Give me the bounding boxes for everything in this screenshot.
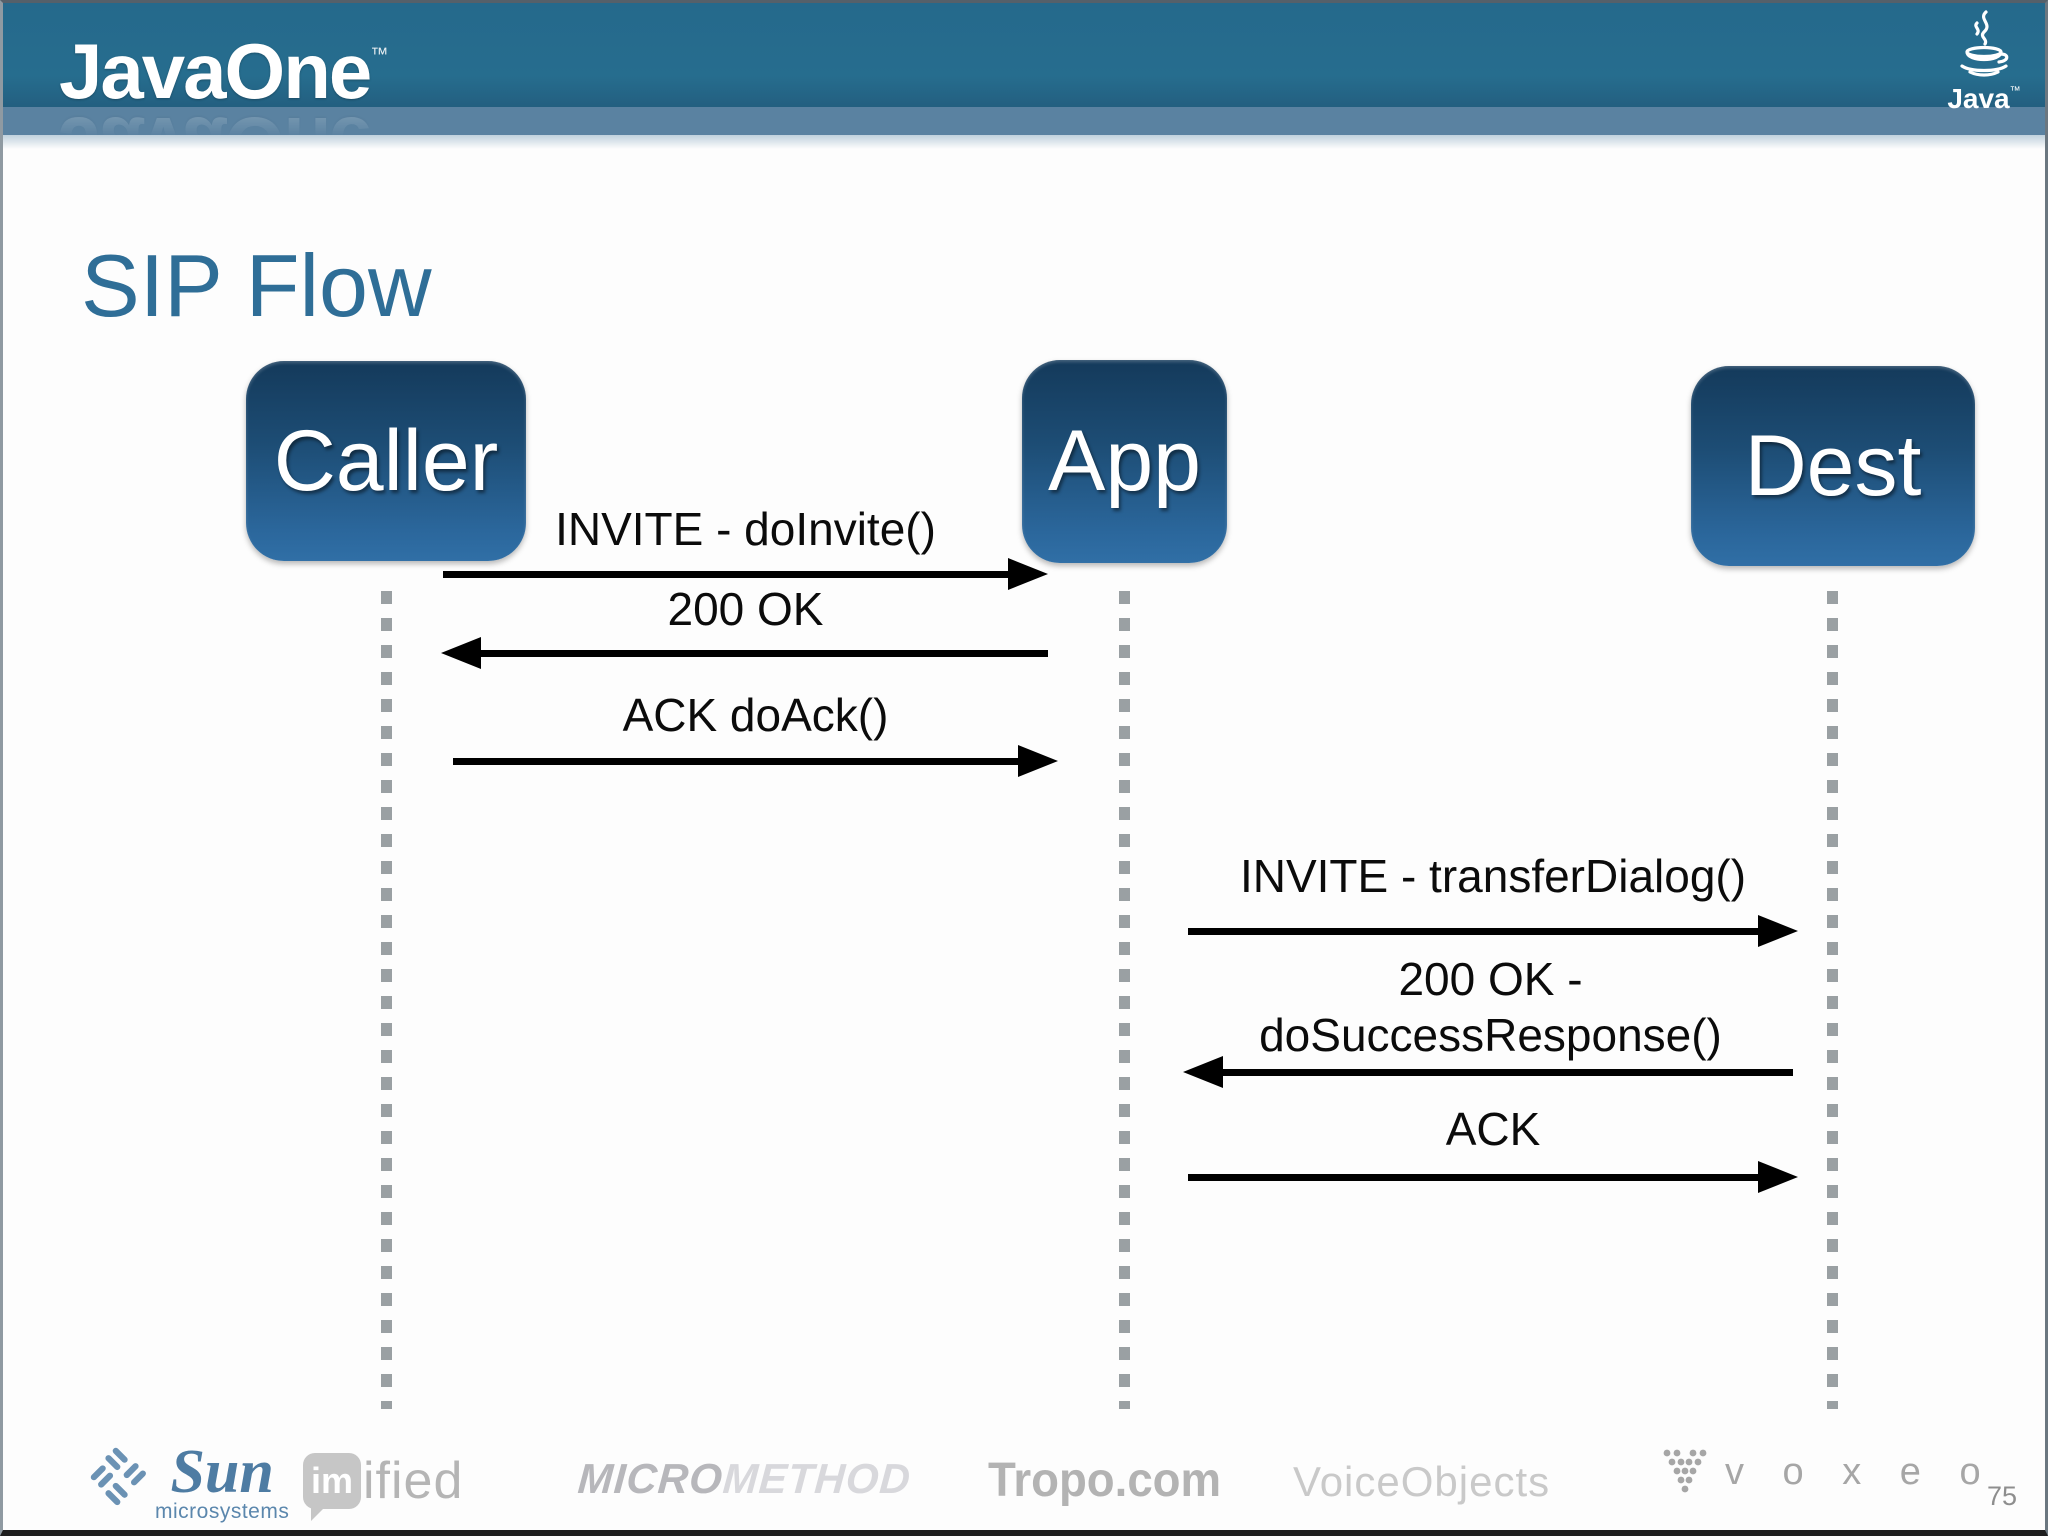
page-number: 75 — [1987, 1481, 2018, 1511]
arrow-head-right-icon — [1758, 1161, 1798, 1193]
java-logo: Java™ — [1939, 9, 2029, 115]
imified-logo: im ified — [303, 1451, 464, 1521]
voxeo-logo: v o x e o — [1659, 1447, 1995, 1497]
arrow-head-right-icon — [1018, 745, 1058, 777]
sun-logo: Sun microsystems — [87, 1438, 290, 1524]
actor-box-caller: Caller — [246, 361, 526, 561]
message-arrow-200ok-dosuccessresponse — [1183, 1056, 1793, 1088]
lifeline-caller — [381, 591, 392, 1409]
message-label-invite-doinvite: INVITE - doInvite() — [555, 503, 936, 555]
message-arrow-invite-doinvite — [443, 558, 1048, 590]
message-arrow-200ok — [441, 637, 1048, 669]
javaone-trademark: ™ — [370, 44, 389, 64]
actor-box-dest: Dest — [1691, 366, 1975, 566]
arrow-head-left-icon — [441, 637, 481, 669]
arrow-shaft — [453, 758, 1032, 765]
message-label-ack: ACK — [1445, 1103, 1541, 1155]
java-trademark: ™ — [2009, 85, 2021, 97]
tropo-logo: Tropo.com — [988, 1454, 1222, 1507]
arrow-head-right-icon — [1758, 915, 1798, 947]
javaone-logo: JavaOne™ — [59, 9, 388, 139]
lifeline-app — [1119, 591, 1130, 1409]
arrow-shaft — [467, 650, 1048, 657]
header-fade — [3, 135, 2045, 149]
lifeline-dest — [1827, 591, 1838, 1409]
header-bar — [3, 3, 2045, 107]
header-reflection-band — [3, 107, 2045, 135]
message-label-200ok-dosuccessresponse: 200 OK - doSuccessResponse() — [1259, 953, 1722, 1061]
arrow-head-right-icon — [1008, 558, 1048, 590]
message-arrow-ack — [1188, 1161, 1798, 1193]
micromethod-logo: MICROMETHOD — [576, 1455, 913, 1502]
imified-bubble-icon: im — [303, 1453, 361, 1521]
sun-diamond-icon — [90, 1447, 146, 1506]
page-title: SIP Flow — [81, 236, 432, 335]
message-label-200ok: 200 OK — [667, 583, 824, 635]
message-arrow-invite-transferdialog — [1188, 915, 1798, 947]
voiceobjects-logo: VoiceObjects — [1293, 1458, 1551, 1505]
message-label-invite-transferdialog: INVITE - transferDialog() — [1239, 850, 1747, 902]
arrow-head-left-icon — [1183, 1056, 1223, 1088]
message-label-ack-doack: ACK doAck() — [622, 689, 889, 741]
sun-logo-subtext: microsystems — [155, 1500, 290, 1523]
arrow-shaft — [1209, 1069, 1793, 1076]
voxeo-logo-text: v o x e o — [1725, 1450, 1995, 1493]
javaone-logo-text: JavaOne — [59, 27, 372, 115]
message-arrow-ack-doack — [453, 745, 1058, 777]
actor-box-app: App — [1022, 360, 1227, 563]
voxeo-dots-icon — [1663, 1449, 1707, 1493]
arrow-shaft — [1188, 928, 1772, 935]
arrow-shaft — [443, 571, 1022, 578]
java-cup-icon — [1960, 10, 2009, 77]
sun-logo-text: Sun — [170, 1438, 274, 1506]
arrow-shaft — [1188, 1174, 1772, 1181]
java-logo-text: Java — [1947, 83, 2010, 114]
imified-logo-text: ified — [363, 1452, 464, 1510]
